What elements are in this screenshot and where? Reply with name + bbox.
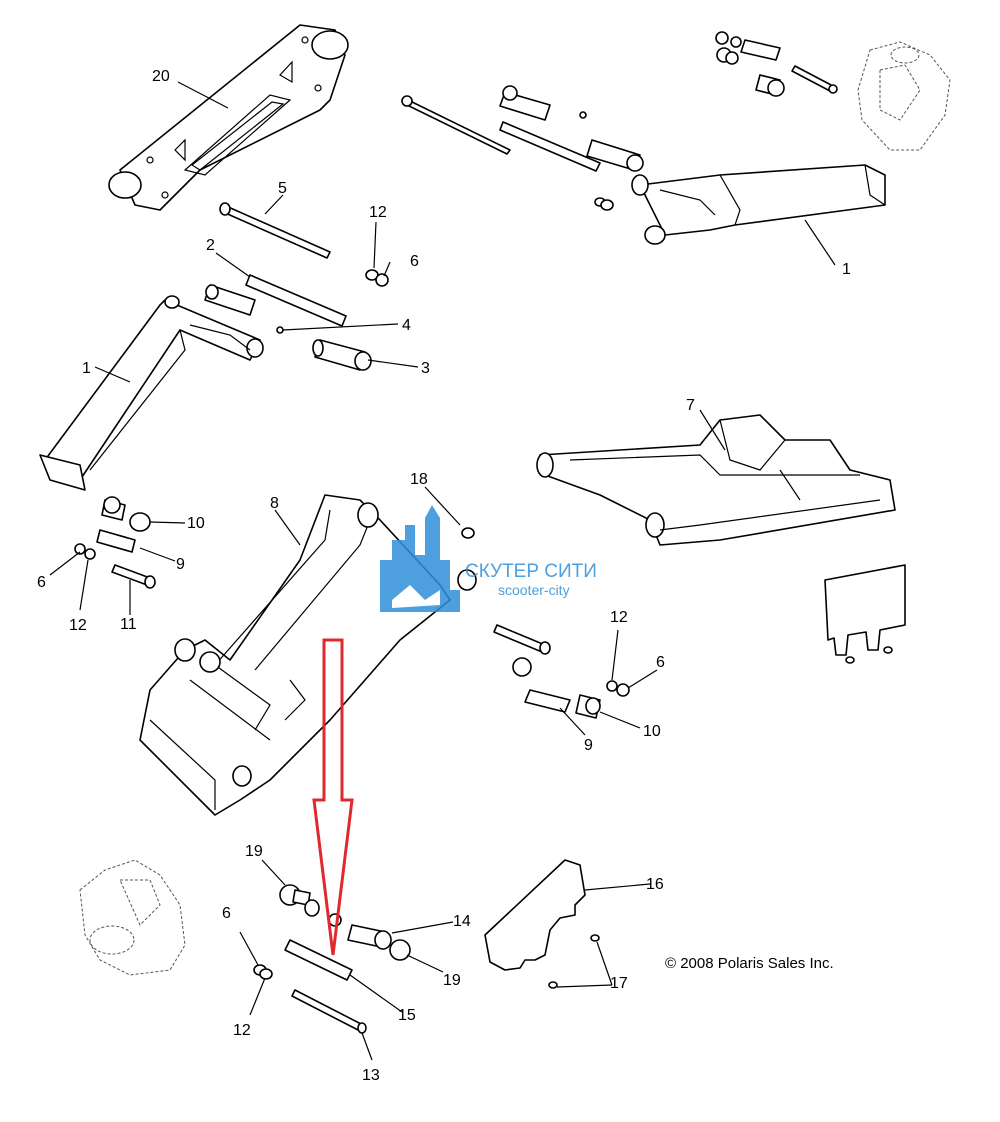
part-4-fitting <box>276 326 284 334</box>
callout-6-bottom: 6 <box>222 905 231 922</box>
ghost-knuckle-top <box>857 41 951 151</box>
callout-6: 6 <box>410 253 419 270</box>
callout-7: 7 <box>686 397 695 414</box>
callout-17: 17 <box>610 975 628 992</box>
callout-14: 14 <box>453 913 471 930</box>
callout-19-bottom: 19 <box>443 972 461 989</box>
callout-4: 4 <box>402 317 411 334</box>
part-1-upper-arm-right <box>631 164 886 245</box>
part-3-bushing <box>312 339 372 371</box>
watermark-title: СКУТЕР СИТИ <box>465 561 597 582</box>
lower-hardware-stack <box>253 884 411 1034</box>
leader-lines <box>49 81 836 1061</box>
upper-washer-nut <box>365 269 389 287</box>
callout-10-left: 10 <box>187 515 205 532</box>
callout-12-bottom: 12 <box>233 1022 251 1039</box>
ghost-knuckle-bottom <box>79 859 186 976</box>
part-5-rod <box>219 202 331 259</box>
callout-10-right: 10 <box>643 723 661 740</box>
right-hardware-stack <box>493 624 630 719</box>
callout-1-left: 1 <box>82 360 91 377</box>
callout-12-left: 12 <box>69 617 87 634</box>
callout-1-right: 1 <box>842 261 851 278</box>
callout-11: 11 <box>120 616 137 633</box>
part-16-skid-plate <box>484 859 600 989</box>
upper-right-hardware <box>715 31 838 97</box>
callout-9-right: 9 <box>584 737 593 754</box>
part-2-tube <box>245 274 347 327</box>
callout-18: 18 <box>410 471 428 488</box>
callout-12-right: 12 <box>610 609 628 626</box>
watermark-logo: СКУТЕР СИТИ scooter-city <box>380 505 597 612</box>
callout-8: 8 <box>270 495 279 512</box>
callout-19-top: 19 <box>245 843 263 860</box>
upper-bolt-assembly <box>401 85 644 211</box>
part-8-swingarm <box>139 494 451 816</box>
left-hardware-stack <box>74 496 156 589</box>
callout-20: 20 <box>152 68 170 85</box>
watermark-subtitle: scooter-city <box>498 582 570 598</box>
callout-13: 13 <box>362 1067 380 1084</box>
callout-2: 2 <box>206 237 215 254</box>
callout-9-left: 9 <box>176 556 185 573</box>
callout-15: 15 <box>398 1007 416 1024</box>
copyright-notice: © 2008 Polaris Sales Inc. <box>665 955 834 972</box>
callout-6-left: 6 <box>37 574 46 591</box>
part-20-bracket-plate <box>108 24 349 211</box>
callout-12: 12 <box>369 204 387 221</box>
part-7-frame <box>536 414 896 546</box>
part-18-fastener <box>457 527 477 591</box>
highlight-arrow <box>312 638 354 956</box>
callout-16: 16 <box>646 876 664 893</box>
mud-flap-plate <box>824 564 906 664</box>
callout-3: 3 <box>421 360 430 377</box>
callout-5: 5 <box>278 180 287 197</box>
callout-6-right: 6 <box>656 654 665 671</box>
part-1-left-arm <box>39 284 264 491</box>
